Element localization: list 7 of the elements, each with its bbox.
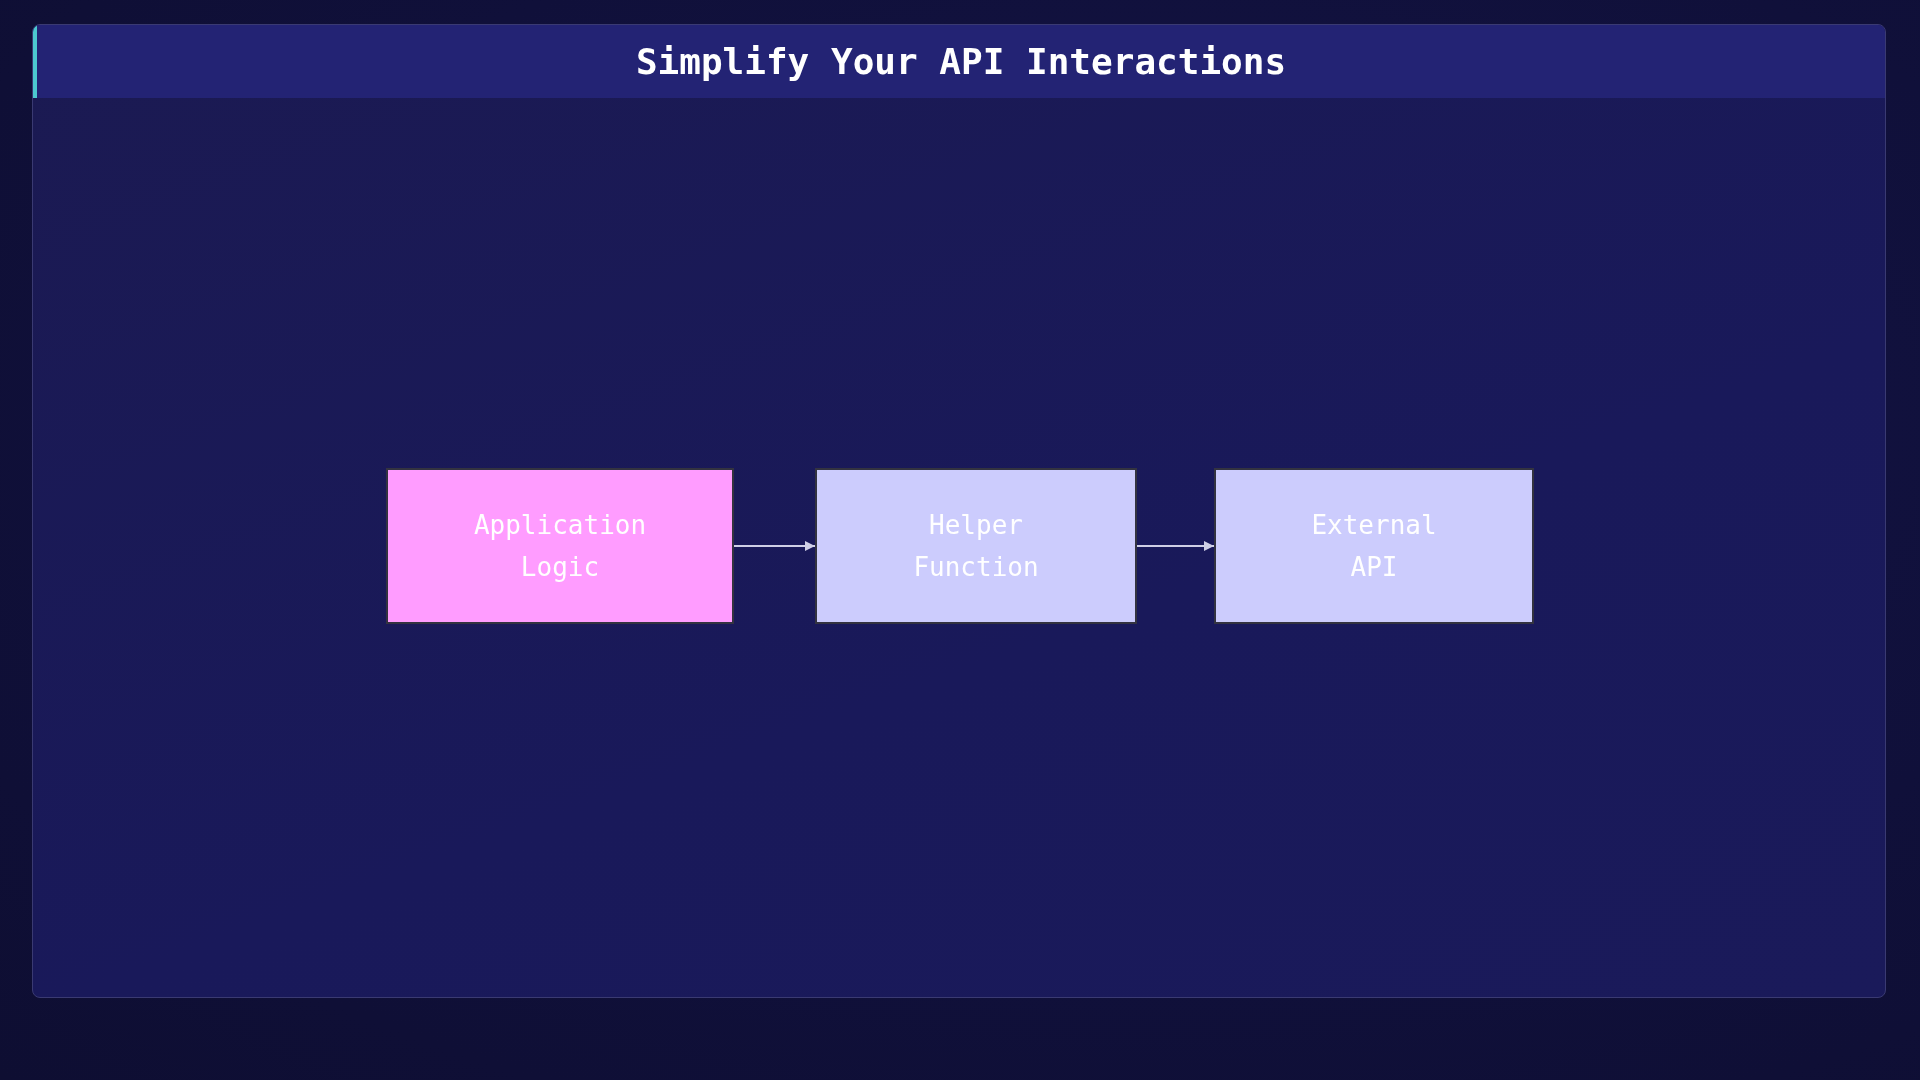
process-box [1214,468,1534,624]
process-box [815,468,1137,624]
box-label: Application Logic [472,509,648,584]
diagram-title: Simplify Your API Interactions [635,41,1287,82]
process-box [386,468,734,624]
arrow [1136,541,1215,551]
arrow [733,541,816,551]
